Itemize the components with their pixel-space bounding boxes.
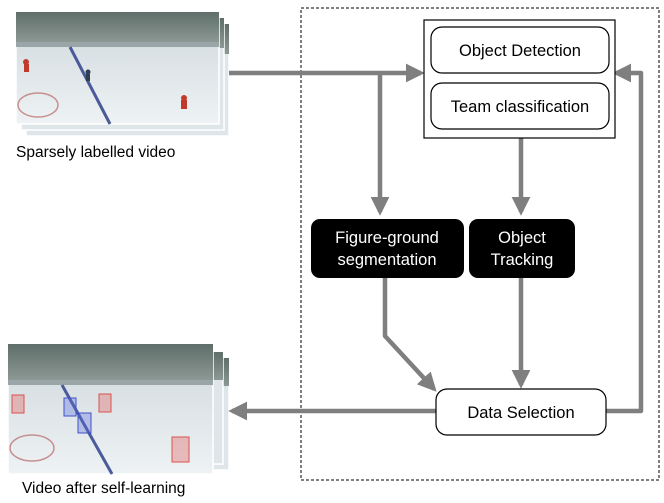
arrow-segmentation-to-selection: [382, 278, 437, 392]
figure-ground-label-line1: Figure-ground: [335, 229, 439, 247]
data-selection-node: Data Selection: [435, 388, 607, 436]
object-tracking-node: Object Tracking: [469, 219, 575, 278]
red-detection-box: [11, 394, 25, 414]
video-frame-front: [7, 343, 214, 475]
object-tracking-label-line2: Tracking: [491, 251, 554, 269]
sparse-video-caption: Sparsely labelled video: [16, 144, 175, 161]
object-detection-label: Object Detection: [459, 42, 581, 60]
blue-detection-box: [77, 412, 92, 434]
sparse-video-stack: [15, 11, 230, 137]
blue-detection-box: [63, 397, 77, 417]
object-detection-node: Object Detection: [430, 26, 610, 74]
team-classification-label: Team classification: [451, 98, 589, 116]
figure-ground-label-line2: segmentation: [337, 251, 436, 269]
object-tracking-label-line1: Object: [498, 229, 546, 247]
arrow-feedback-loop: [606, 63, 644, 414]
red-detection-box: [171, 436, 190, 463]
video-frame-front: [15, 11, 220, 125]
data-selection-label: Data Selection: [467, 404, 574, 422]
labelled-video-caption: Video after self-learning: [22, 480, 185, 497]
labelled-video-stack: [7, 343, 230, 475]
figure-ground-segmentation-node: Figure-ground segmentation: [311, 219, 464, 278]
arrows: [228, 63, 644, 421]
team-classification-node: Team classification: [430, 82, 610, 130]
red-detection-box: [98, 393, 112, 413]
